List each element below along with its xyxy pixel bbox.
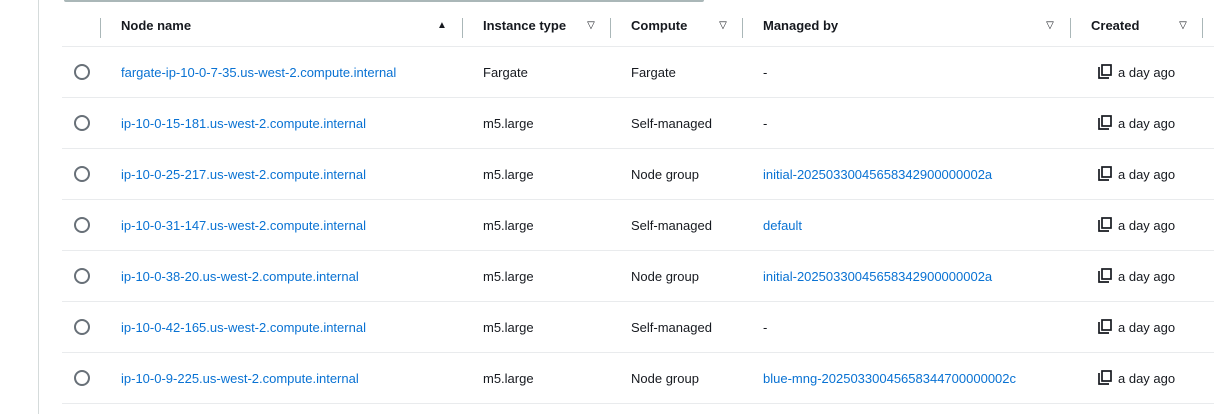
- copy-icon[interactable]: [1097, 64, 1113, 80]
- copy-icon[interactable]: [1097, 115, 1113, 131]
- radio-button-icon[interactable]: [74, 166, 90, 182]
- nodes-table: Node name ▲ Instance type ▽ Compute ▽ Ma…: [62, 0, 1214, 414]
- row-select-cell[interactable]: [74, 302, 90, 352]
- instance-type-value: m5.large: [483, 268, 534, 284]
- created-value: a day ago: [1118, 319, 1176, 335]
- sort-icon[interactable]: ▽: [1046, 19, 1054, 31]
- table-header: Node name ▲ Instance type ▽ Compute ▽ Ma…: [62, 4, 1214, 47]
- radio-button-icon[interactable]: [74, 370, 90, 386]
- instance-type-value: m5.large: [483, 115, 534, 131]
- table-row: fargate-ip-10-0-7-35.us-west-2.compute.i…: [62, 47, 1214, 98]
- table-row: ip-10-0-25-217.us-west-2.compute.interna…: [62, 149, 1214, 200]
- column-header-label: Managed by: [763, 17, 839, 33]
- row-select-cell[interactable]: [74, 353, 90, 403]
- column-divider[interactable]: [742, 18, 743, 38]
- created-value: a day ago: [1118, 370, 1176, 386]
- row-select-cell[interactable]: [74, 47, 90, 97]
- column-header-node-name[interactable]: Node name: [121, 4, 191, 46]
- sort-icon[interactable]: ▽: [587, 19, 595, 31]
- compute-value: Fargate: [631, 64, 676, 80]
- column-divider[interactable]: [610, 18, 611, 38]
- column-header-instance-type[interactable]: Instance type: [483, 4, 566, 46]
- node-name-link[interactable]: ip-10-0-42-165.us-west-2.compute.interna…: [121, 319, 366, 335]
- sort-ascending-icon[interactable]: ▲: [437, 19, 447, 31]
- managed-by-link[interactable]: initial-20250330045658342900000002a: [763, 166, 993, 182]
- table-row: ip-10-0-31-147.us-west-2.compute.interna…: [62, 200, 1214, 251]
- created-value: a day ago: [1118, 268, 1176, 284]
- scrolled-element-edge: [64, 0, 704, 2]
- managed-by-value: -: [763, 64, 768, 80]
- node-name-link[interactable]: ip-10-0-15-181.us-west-2.compute.interna…: [121, 115, 366, 131]
- node-name-link[interactable]: ip-10-0-31-147.us-west-2.compute.interna…: [121, 217, 366, 233]
- column-header-label: Compute: [631, 17, 688, 33]
- copy-icon[interactable]: [1097, 217, 1113, 233]
- created-value: a day ago: [1118, 115, 1176, 131]
- column-header-compute[interactable]: Compute: [631, 4, 687, 46]
- node-name-link[interactable]: ip-10-0-38-20.us-west-2.compute.internal: [121, 268, 359, 284]
- copy-icon[interactable]: [1097, 268, 1113, 284]
- table-row: ip-10-0-42-165.us-west-2.compute.interna…: [62, 302, 1214, 353]
- radio-button-icon[interactable]: [74, 268, 90, 284]
- managed-by-link[interactable]: default: [763, 217, 803, 233]
- instance-type-value: m5.large: [483, 166, 534, 182]
- radio-button-icon[interactable]: [74, 64, 90, 80]
- compute-value: Self-managed: [631, 319, 712, 335]
- radio-button-icon[interactable]: [74, 115, 90, 131]
- instance-type-value: Fargate: [483, 64, 528, 80]
- compute-value: Self-managed: [631, 115, 712, 131]
- created-value: a day ago: [1118, 64, 1176, 80]
- instance-type-value: m5.large: [483, 319, 534, 335]
- compute-value: Node group: [631, 166, 699, 182]
- created-value: a day ago: [1118, 217, 1176, 233]
- managed-by-value: -: [763, 319, 768, 335]
- compute-value: Node group: [631, 268, 699, 284]
- column-divider[interactable]: [1202, 18, 1203, 38]
- column-divider: [100, 18, 101, 38]
- instance-type-value: m5.large: [483, 217, 534, 233]
- managed-by-link[interactable]: blue-mng-20250330045658344700000002c: [763, 370, 1017, 386]
- sort-icon[interactable]: ▽: [1179, 19, 1187, 31]
- radio-button-icon[interactable]: [74, 319, 90, 335]
- copy-icon[interactable]: [1097, 319, 1113, 335]
- row-select-cell[interactable]: [74, 200, 90, 250]
- node-name-link[interactable]: ip-10-0-9-225.us-west-2.compute.internal: [121, 370, 359, 386]
- managed-by-link[interactable]: initial-20250330045658342900000002a: [763, 268, 993, 284]
- row-select-cell[interactable]: [74, 251, 90, 301]
- content-left-border: [38, 0, 39, 414]
- copy-icon[interactable]: [1097, 166, 1113, 182]
- table-row: ip-10-0-38-20.us-west-2.compute.internal…: [62, 251, 1214, 302]
- compute-value: Node group: [631, 370, 699, 386]
- column-header-managed-by[interactable]: Managed by: [763, 4, 838, 46]
- node-name-link[interactable]: fargate-ip-10-0-7-35.us-west-2.compute.i…: [121, 64, 397, 80]
- row-select-cell[interactable]: [74, 149, 90, 199]
- node-name-link[interactable]: ip-10-0-25-217.us-west-2.compute.interna…: [121, 166, 366, 182]
- column-divider[interactable]: [1070, 18, 1071, 38]
- copy-icon[interactable]: [1097, 370, 1113, 386]
- instance-type-value: m5.large: [483, 370, 534, 386]
- managed-by-value: -: [763, 115, 768, 131]
- sort-icon[interactable]: ▽: [719, 19, 727, 31]
- column-header-label: Created: [1091, 17, 1140, 33]
- row-select-cell[interactable]: [74, 98, 90, 148]
- column-header-label: Instance type: [483, 17, 567, 33]
- radio-button-icon[interactable]: [74, 217, 90, 233]
- created-value: a day ago: [1118, 166, 1176, 182]
- column-divider[interactable]: [462, 18, 463, 38]
- table-row: ip-10-0-9-225.us-west-2.compute.internal…: [62, 353, 1214, 404]
- column-header-created[interactable]: Created: [1091, 4, 1139, 46]
- column-header-label: Node name: [121, 17, 192, 33]
- compute-value: Self-managed: [631, 217, 712, 233]
- table-row: ip-10-0-15-181.us-west-2.compute.interna…: [62, 98, 1214, 149]
